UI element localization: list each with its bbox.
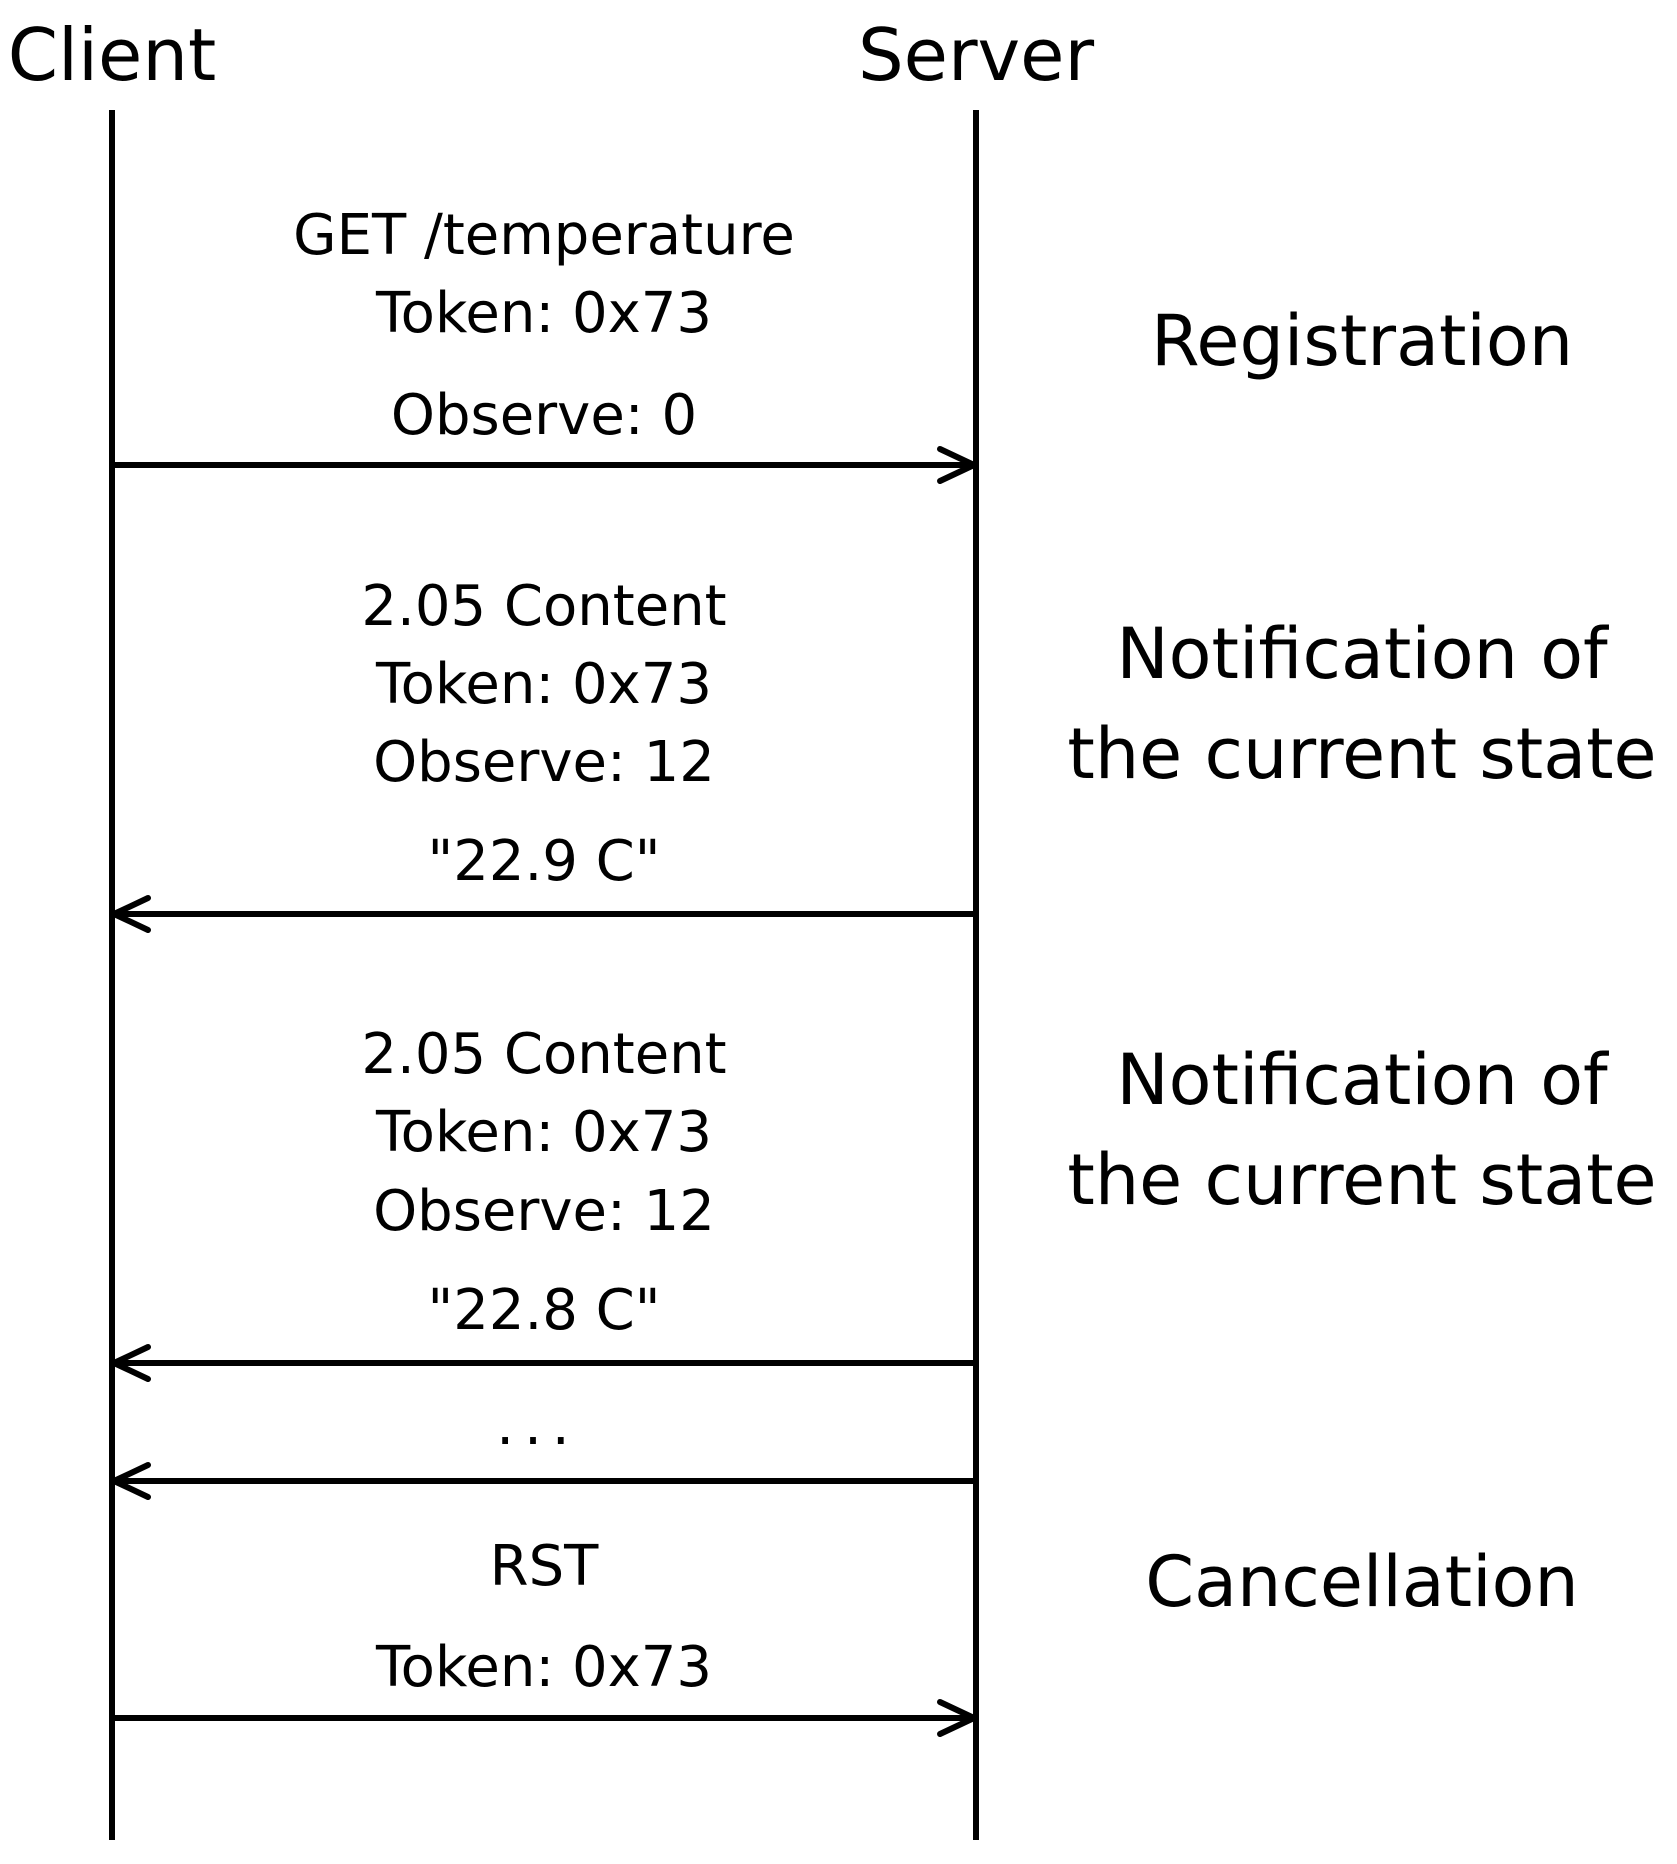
phase-label-line: Cancellation (1145, 1541, 1579, 1623)
message-label-line: 2.05 Content (361, 574, 726, 639)
phase-label-line: Notification of (1116, 613, 1609, 695)
message-notification-2: 2.05 Content Token: 0x73 Observe: 12 "22… (111, 1022, 976, 1382)
phase-label-line: Notification of (1116, 1039, 1609, 1121)
message-label-line: Observe: 12 (373, 1179, 715, 1244)
phase-notification-2: Notification of the current state (1067, 1039, 1656, 1221)
message-label-line: Token: 0x73 (375, 652, 712, 717)
arrow-head (937, 446, 977, 484)
phase-notification-1: Notification of the current state (1067, 613, 1656, 795)
phase-cancellation: Cancellation (1145, 1541, 1579, 1623)
phase-registration: Registration (1151, 300, 1573, 382)
message-label-line: GET /temperature (293, 203, 795, 268)
message-label-line: ... (496, 1393, 579, 1458)
message-label-line: Token: 0x73 (375, 1635, 712, 1700)
phase-label-line: Registration (1151, 300, 1573, 382)
arrow-head (937, 1699, 977, 1737)
message-label-line: Observe: 12 (373, 730, 715, 795)
message-label-line: Observe: 0 (391, 383, 697, 448)
phase-label-line: the current state (1067, 1139, 1656, 1221)
client-actor-label: Client (8, 13, 216, 97)
phase-label-line: the current state (1067, 713, 1656, 795)
message-label-line: Token: 0x73 (375, 1100, 712, 1165)
message-ellipsis: ... (111, 1393, 976, 1500)
message-label-line: RST (490, 1534, 599, 1599)
message-registration: GET /temperature Token: 0x73 Observe: 0 (112, 203, 977, 484)
arrow-head (111, 1462, 151, 1500)
server-actor-label: Server (858, 13, 1095, 97)
message-label-line: 2.05 Content (361, 1022, 726, 1087)
message-label-line: "22.8 C" (427, 1278, 660, 1343)
message-label-line: "22.9 C" (427, 829, 660, 894)
arrow-head (111, 895, 151, 933)
message-label-line: Token: 0x73 (375, 281, 712, 346)
message-notification-1: 2.05 Content Token: 0x73 Observe: 12 "22… (111, 574, 976, 933)
message-cancellation: RST Token: 0x73 (112, 1534, 977, 1737)
arrow-head (111, 1344, 151, 1382)
